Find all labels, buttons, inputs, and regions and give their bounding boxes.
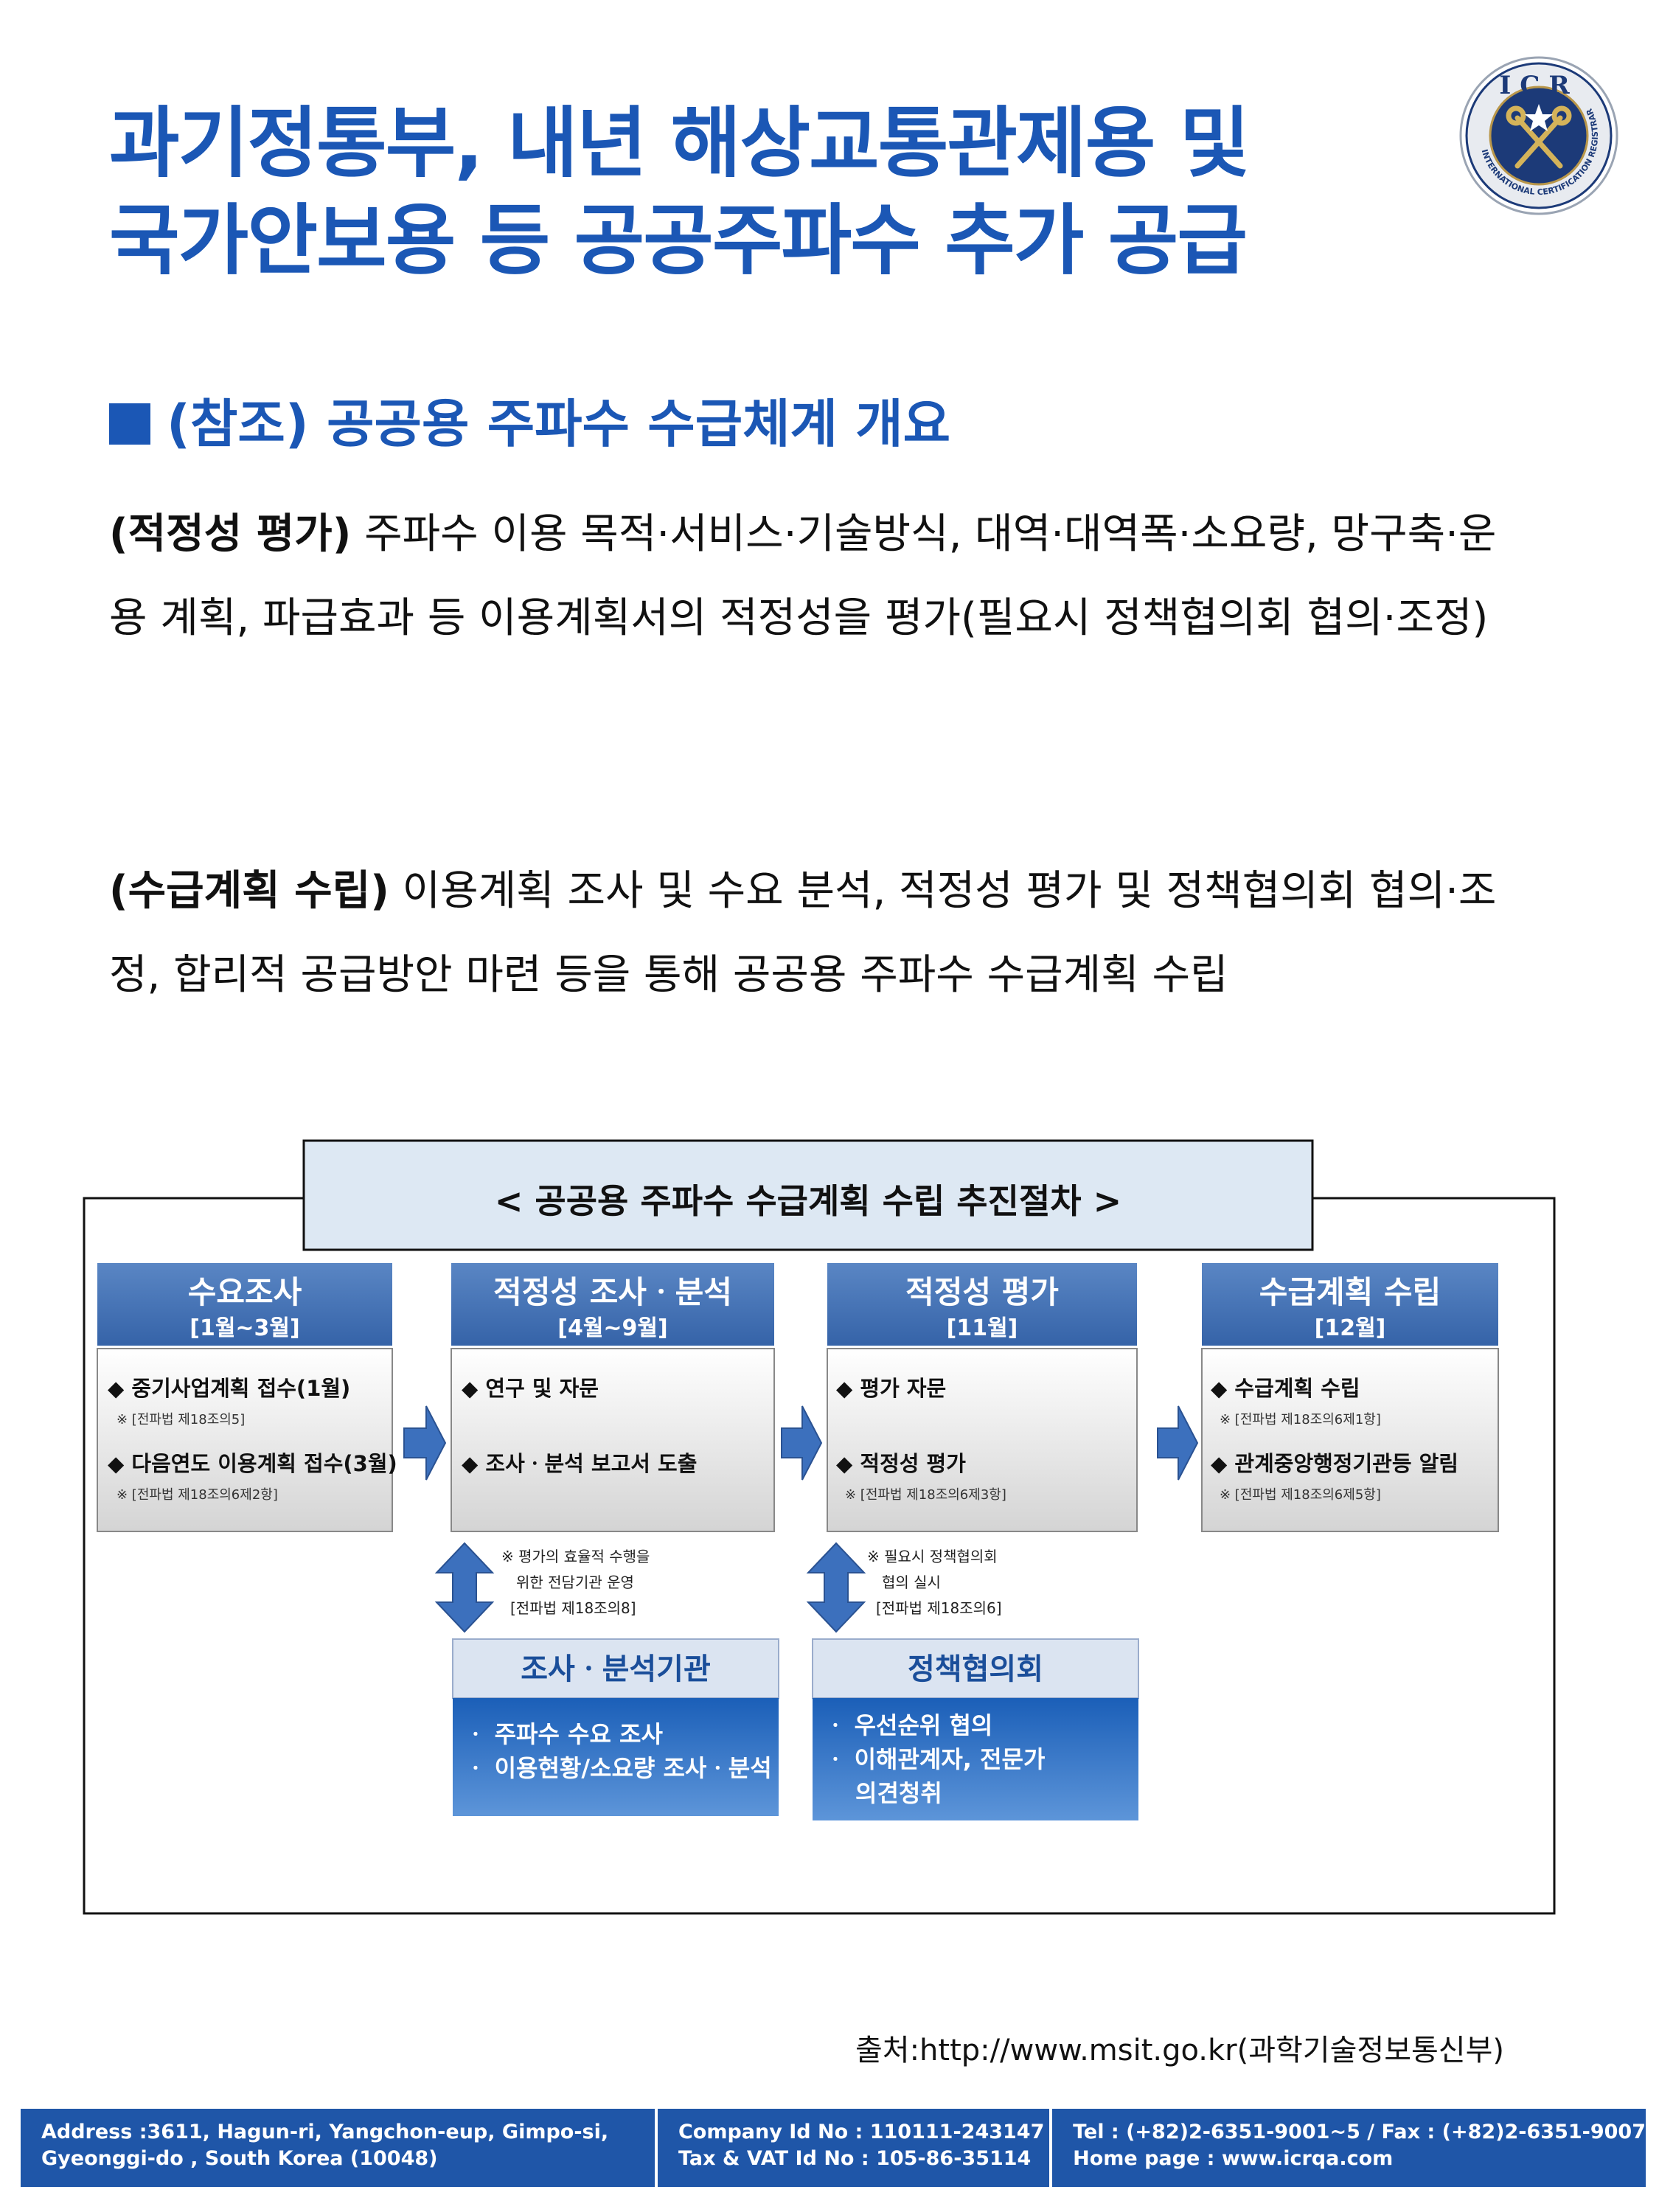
footer-address-line: Gyeonggi-do , South Korea (10048)	[41, 2147, 438, 2170]
procedure-diagram: < 공공용 주파수 수급계획 수립 추진절차 > 수요조사 [1월~3월] ◆ …	[83, 1139, 1556, 1915]
stage-item-note: ※ [전파법 제18조의6제5항]	[1220, 1487, 1381, 1503]
stage-item-note: ※ [전파법 제18조의6제3항]	[845, 1487, 1006, 1503]
stage-item: ◆ 조사ㆍ분석 보고서 도출	[462, 1451, 697, 1476]
footer-address-line: Address :3611, Hagun-ri, Yangchon-eup, G…	[41, 2121, 609, 2143]
stage-body	[827, 1348, 1138, 1532]
icr-logo: INTERNATIONAL CERTIFICATION REGISTRAR IC…	[1459, 56, 1618, 215]
footer-company-id: Company Id No : 110111-243147	[678, 2121, 1045, 2143]
stage-header	[451, 1263, 774, 1346]
agency-item: 의견청취	[855, 1779, 942, 1807]
note-line: 위한 전담기관 운영	[516, 1573, 634, 1591]
right-arrow-icon	[1157, 1405, 1199, 1481]
square-bullet-icon	[109, 403, 150, 445]
paragraph-text: 이용계획 조사 및 수요 분석, 적정성 평가 및 정책협의회 협의·조정, 합…	[109, 867, 1497, 999]
agency-body	[453, 1698, 779, 1816]
footer-bar: Address :3611, Hagun-ri, Yangchon-eup, G…	[21, 2109, 1646, 2187]
logo-star-icon	[1525, 104, 1553, 131]
agency-header	[812, 1638, 1139, 1699]
stage-item: ◆ 평가 자문	[836, 1376, 946, 1401]
stage-adequacy-analysis: 적정성 조사ㆍ분석 [4월~9월] ◆ 연구 및 자문 ◆ 조사ㆍ분석 보고서 …	[451, 1263, 775, 1532]
note-line: 협의 실시	[882, 1573, 941, 1591]
agency-header	[452, 1638, 779, 1699]
up-down-arrow-icon	[434, 1542, 495, 1633]
agency-item: ㆍ 주파수 수요 조사	[465, 1720, 664, 1748]
paragraph-label: (수급계획 수립)	[109, 867, 389, 915]
stage-header	[1202, 1263, 1498, 1346]
paragraph-label: (적정성 평가)	[109, 510, 352, 558]
stage-item: ◆ 연구 및 자문	[462, 1376, 599, 1401]
stage-item: ◆ 다음연도 이용계획 접수(3월)	[108, 1451, 397, 1476]
stage-period: [1월~3월]	[189, 1315, 300, 1341]
agency-item: ㆍ 이해관계자, 전문가	[824, 1745, 1045, 1773]
stage-supply-plan: 수급계획 수립 [12월] ◆ 수급계획 수립 ※ [전파법 제18조의6제1항…	[1201, 1263, 1499, 1532]
agency-body	[813, 1698, 1138, 1820]
stage-header	[97, 1263, 392, 1346]
stage-period: [11월]	[947, 1315, 1018, 1341]
stage-body	[97, 1348, 393, 1532]
stage-name: 수요조사	[188, 1274, 302, 1310]
section-heading: (참조) 공공용 주파수 수급체계 개요	[109, 391, 950, 457]
note-line: [전파법 제18조의6]	[876, 1599, 1002, 1617]
stage-name: 적정성 평가	[905, 1274, 1059, 1310]
up-down-arrow-icon	[806, 1542, 866, 1633]
stage-item: ◆ 수급계획 수립	[1211, 1376, 1360, 1401]
agency-item: ㆍ 우선순위 협의	[824, 1711, 992, 1739]
footer-homepage: Home page : www.icrqa.com	[1073, 2147, 1394, 2170]
note-line: [전파법 제18조의8]	[510, 1599, 636, 1617]
stage-header	[827, 1263, 1137, 1346]
footer-company-ids: Company Id No : 110111-243147 Tax & VAT …	[654, 2109, 1049, 2187]
agency-research-institution: 조사ㆍ분석기관 ㆍ 주파수 수요 조사 ㆍ 이용현황/소요량 조사ㆍ분석	[452, 1638, 779, 1816]
stage-item: ◆ 관계중앙행정기관등 알림	[1211, 1451, 1458, 1476]
footer-tel: Tel : (+82)2-6351-9001~5 / Fax : (+82)2-…	[1073, 2121, 1646, 2143]
agency-policy-council: 정책협의회 ㆍ 우선순위 협의 ㆍ 이해관계자, 전문가 의견청취	[812, 1638, 1139, 1820]
paragraph-text: 주파수 이용 목적·서비스·기술방식, 대역·대역폭·소요량, 망구축·운용 계…	[109, 510, 1497, 642]
stage-name: 수급계획 수립	[1259, 1274, 1441, 1310]
stage-period: [4월~9월]	[557, 1315, 668, 1341]
stage-period: [12월]	[1315, 1315, 1386, 1341]
agency-name: 조사ㆍ분석기관	[521, 1652, 711, 1686]
footer-tax-id: Tax & VAT Id No : 105-86-35114	[678, 2147, 1032, 2170]
title-line-1: 과기정통부, 내년 해상교통관제용 및	[109, 98, 1250, 188]
diagram-title-box	[302, 1139, 1314, 1251]
stage-item-note: ※ [전파법 제18조의6제2항]	[116, 1487, 278, 1503]
right-arrow-icon	[781, 1405, 823, 1481]
stage-body	[451, 1348, 775, 1532]
right-arrow-icon	[403, 1405, 447, 1481]
logo-text: ICR	[1499, 71, 1578, 100]
footer-contact: Tel : (+82)2-6351-9001~5 / Fax : (+82)2-…	[1049, 2109, 1646, 2187]
stage-name: 적정성 조사ㆍ분석	[493, 1274, 732, 1310]
paragraph-adequacy: (적정성 평가) 주파수 이용 목적·서비스·기술방식, 대역·대역폭·소요량,…	[109, 493, 1532, 661]
stage-item: ◆ 적정성 평가	[836, 1451, 966, 1476]
footer-address: Address :3611, Hagun-ri, Yangchon-eup, G…	[21, 2109, 655, 2187]
page-title: 과기정통부, 내년 해상교통관제용 및 국가안보용 등 공공주파수 추가 공급	[109, 94, 1436, 289]
note-line: ※ 필요시 정책협의회	[867, 1548, 998, 1565]
stage-item-note: ※ [전파법 제18조의5]	[116, 1412, 245, 1427]
paragraph-supply-plan: (수급계획 수립) 이용계획 조사 및 수요 분석, 적정성 평가 및 정책협의…	[109, 849, 1532, 1018]
title-line-2: 국가안보용 등 공공주파수 추가 공급	[109, 195, 1248, 285]
logo-keys-icon	[1506, 105, 1572, 169]
diagram-title: < 공공용 주파수 수급계획 수립 추진절차 >	[495, 1181, 1121, 1221]
source-citation: 출처:http://www.msit.go.kr(과학기술정보통신부)	[855, 2034, 1504, 2067]
stage-item-note: ※ [전파법 제18조의6제1항]	[1220, 1412, 1381, 1427]
note-line: ※ 평가의 효율적 수행을	[501, 1548, 650, 1565]
agency-item: ㆍ 이용현황/소요량 조사ㆍ분석	[465, 1754, 772, 1782]
stage-item: ◆ 중기사업계획 접수(1월)	[108, 1376, 350, 1401]
stage-demand-survey: 수요조사 [1월~3월] ◆ 중기사업계획 접수(1월) ※ [전파법 제18조…	[97, 1263, 397, 1532]
stage-body	[1201, 1348, 1499, 1532]
section-heading-text: (참조) 공공용 주파수 수급체계 개요	[167, 394, 951, 454]
agency-name: 정책협의회	[908, 1652, 1043, 1686]
stage-adequacy-evaluation: 적정성 평가 [11월] ◆ 평가 자문 ◆ 적정성 평가 ※ [전파법 제18…	[827, 1263, 1138, 1532]
